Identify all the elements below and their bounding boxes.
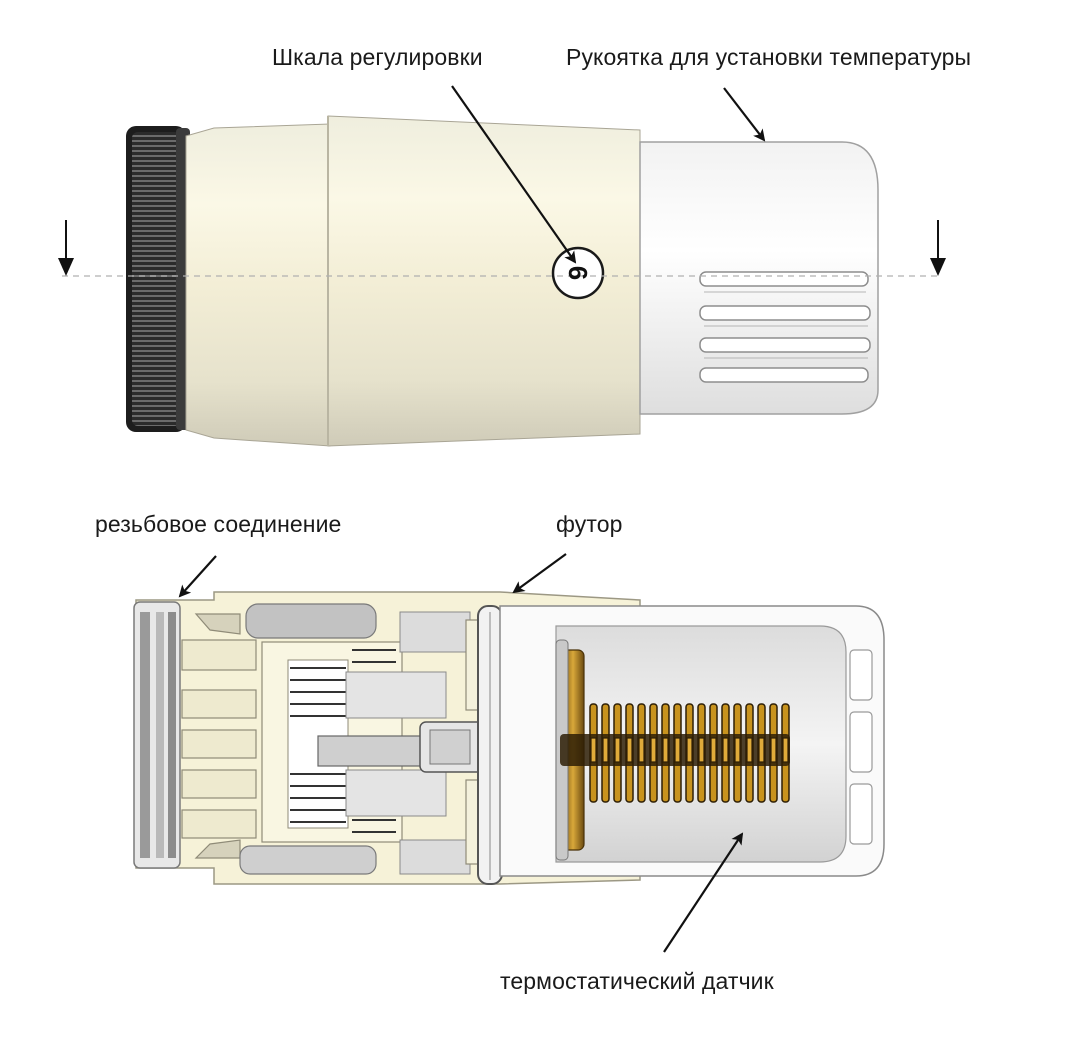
bellows-core-segment [686, 737, 693, 763]
collar [185, 123, 331, 447]
label-scale: Шкала регулировки [272, 44, 483, 70]
bellows-core-segment [650, 737, 657, 763]
cross-section-view [133, 553, 885, 953]
dial-value: 6 [563, 266, 593, 280]
bellows-core-segment [782, 737, 789, 763]
bellows-core-segment [770, 737, 777, 763]
bellows-core-segment [638, 737, 645, 763]
bellows-core-segment [698, 737, 705, 763]
section-arrow-right [930, 220, 946, 276]
bellows-core-segment [602, 737, 609, 763]
leader-scale [451, 85, 577, 264]
thermostatic-bellows [560, 703, 790, 803]
bellows-core-segment [710, 737, 717, 763]
futor-ring [477, 605, 503, 885]
label-futor: футор [556, 511, 623, 537]
label-thread: резьбовое соединение [95, 511, 342, 537]
bellows-core-segment [590, 737, 597, 763]
section-arrow-left [58, 220, 74, 276]
bellows-core-segment [614, 737, 621, 763]
leader-handle [723, 87, 766, 142]
knurled-nut [126, 126, 190, 432]
handle [639, 141, 879, 415]
exterior-view [58, 85, 946, 447]
bellows-core-segment [758, 737, 765, 763]
bellows-core-segment [746, 737, 753, 763]
bellows-core-segment [626, 737, 633, 763]
thread-ring [133, 601, 181, 869]
bellows-core-segment [734, 737, 741, 763]
label-handle: Рукоятка для установки температуры [566, 44, 972, 70]
leader-futor [512, 553, 567, 594]
bellows-core-segment [674, 737, 681, 763]
coupling [181, 613, 257, 859]
leader-thread [178, 555, 217, 598]
bellows-core-segment [722, 737, 729, 763]
leader-sensor [663, 832, 744, 953]
label-sensor: термостатический датчик [500, 968, 774, 994]
bellows-core-segment [662, 737, 669, 763]
